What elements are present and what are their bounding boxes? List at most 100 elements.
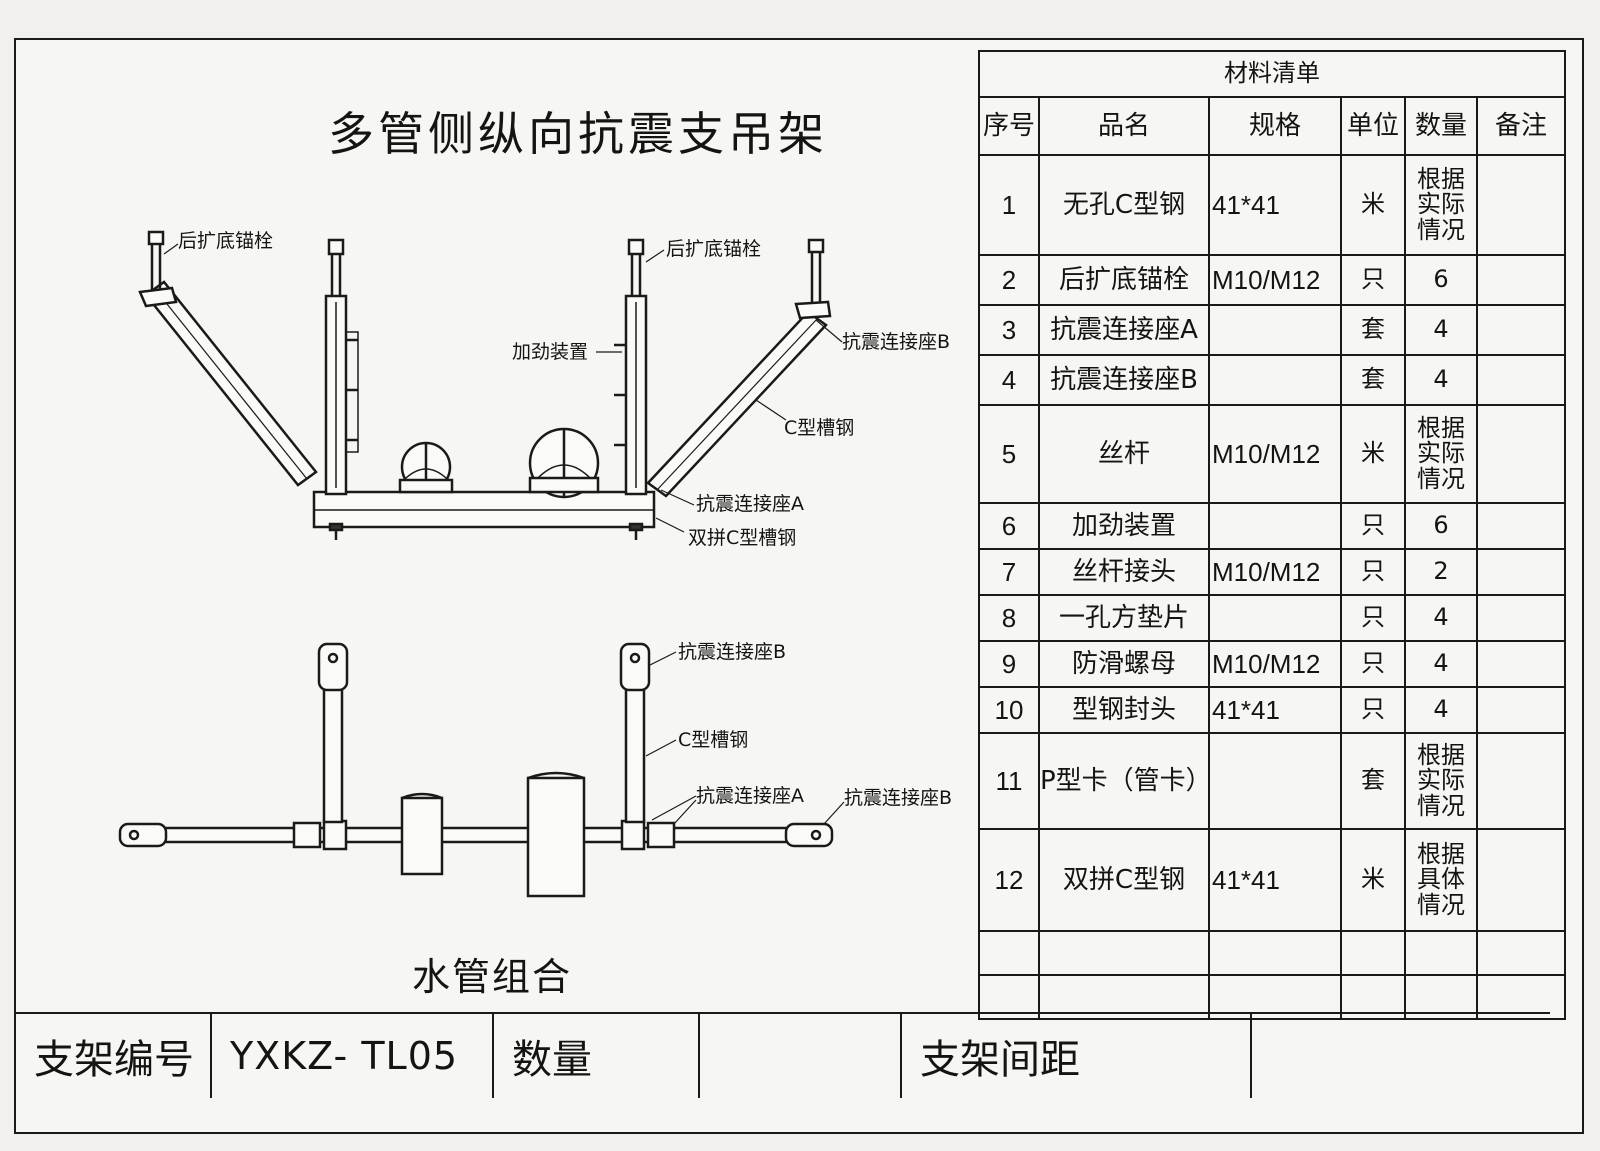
title-block: 支架编号 YXKZ- TL05 数量 支架间距	[16, 1012, 1550, 1098]
header-no: 序号	[978, 96, 1040, 156]
plan-beam	[124, 826, 818, 844]
cell-spec	[1208, 732, 1342, 830]
cell-qty: 根据实际情况	[1404, 154, 1478, 256]
drawing-sheet: 多管侧纵向抗震支吊架	[14, 38, 1584, 1134]
label-rear-anchor-left: 后扩底锚栓	[178, 230, 273, 252]
empty-cell	[1038, 930, 1210, 976]
cell-no: 9	[978, 640, 1040, 688]
cell-qty: 4	[1404, 594, 1478, 642]
cell-unit: 只	[1340, 502, 1406, 550]
cell-name: 型钢封头	[1038, 686, 1210, 734]
cell-note	[1476, 354, 1566, 406]
support-code-label: 支架编号	[16, 1012, 212, 1098]
material-table-caption: 材料清单	[978, 50, 1566, 98]
table-row-empty	[978, 930, 1566, 976]
cell-note	[1476, 154, 1566, 256]
cell-note	[1476, 304, 1566, 356]
cell-name: 丝杆接头	[1038, 548, 1210, 596]
cell-unit: 只	[1340, 640, 1406, 688]
cell-qty: 6	[1404, 254, 1478, 306]
support-diagram: 后扩底锚栓 后扩底锚栓 加劲装置 抗震连接座B C型槽钢 抗震连接座A 双拼C型…	[118, 230, 952, 898]
cell-unit: 米	[1340, 404, 1406, 504]
label-seat-b-plan: 抗震连接座B	[678, 641, 786, 663]
cell-spec: M10/M12	[1208, 404, 1342, 504]
label-channel-plan: C型槽钢	[678, 729, 748, 751]
empty-cell	[978, 930, 1040, 976]
empty-cell	[1340, 930, 1406, 976]
cell-name: 丝杆	[1038, 404, 1210, 504]
cell-qty: 根据实际情况	[1404, 732, 1478, 830]
cell-no: 1	[978, 154, 1040, 256]
cell-qty: 2	[1404, 548, 1478, 596]
cell-unit: 只	[1340, 548, 1406, 596]
cell-spec	[1208, 594, 1342, 642]
cell-qty: 4	[1404, 304, 1478, 356]
cell-spec	[1208, 354, 1342, 406]
cell-no: 5	[978, 404, 1040, 504]
drawing-subtitle: 水管组合	[412, 955, 573, 999]
cell-name: 一孔方垫片	[1038, 594, 1210, 642]
cell-note	[1476, 828, 1566, 932]
cell-name: 抗震连接座A	[1038, 304, 1210, 356]
cell-unit: 只	[1340, 594, 1406, 642]
cell-spec	[1208, 502, 1342, 550]
cell-spec: M10/M12	[1208, 254, 1342, 306]
quantity-label: 数量	[493, 1012, 700, 1098]
cell-no: 2	[978, 254, 1040, 306]
header-name: 品名	[1038, 96, 1210, 156]
header-spec: 规格	[1208, 96, 1342, 156]
cell-note	[1476, 404, 1566, 504]
cell-qty: 6	[1404, 502, 1478, 550]
cell-note	[1476, 254, 1566, 306]
cell-name: P型卡（管卡）	[1038, 732, 1212, 830]
cell-note	[1476, 732, 1566, 830]
cell-name: 加劲装置	[1038, 502, 1210, 550]
header-qty: 数量	[1404, 96, 1478, 156]
header-unit: 单位	[1340, 96, 1406, 156]
material-table-header: 序号 品名 规格 单位 数量 备注	[978, 96, 1566, 156]
label-seat-a-top: 抗震连接座A	[696, 493, 804, 515]
empty-cell	[1208, 930, 1342, 976]
cell-unit: 套	[1340, 732, 1406, 830]
cell-name: 防滑螺母	[1038, 640, 1210, 688]
cell-name: 后扩底锚栓	[1038, 254, 1210, 306]
cell-no: 8	[978, 594, 1040, 642]
cell-unit: 套	[1340, 354, 1406, 406]
cell-note	[1476, 686, 1566, 734]
cell-no: 3	[978, 304, 1040, 356]
cell-qty: 根据具体情况	[1404, 828, 1478, 932]
drawing-title: 多管侧纵向抗震支吊架	[328, 107, 828, 161]
cell-no: 6	[978, 502, 1040, 550]
cell-name: 抗震连接座B	[1038, 354, 1210, 406]
cell-no: 10	[978, 686, 1040, 734]
cell-qty: 4	[1404, 640, 1478, 688]
support-code-value: YXKZ- TL05	[211, 1012, 494, 1098]
cell-unit: 只	[1340, 686, 1406, 734]
cell-note	[1476, 548, 1566, 596]
cell-note	[1476, 640, 1566, 688]
label-rear-anchor-right: 后扩底锚栓	[666, 238, 761, 260]
label-channel-top: C型槽钢	[784, 417, 854, 439]
empty-cell	[1476, 930, 1566, 976]
cell-spec: 41*41	[1208, 154, 1342, 256]
label-seat-b-plan-right: 抗震连接座B	[844, 787, 952, 809]
cell-spec: M10/M12	[1208, 548, 1342, 596]
cell-unit: 米	[1340, 154, 1406, 256]
spacing-value	[1251, 1012, 1550, 1098]
large-pipe-plan	[526, 776, 586, 898]
cell-unit: 米	[1340, 828, 1406, 932]
header-note: 备注	[1476, 96, 1566, 156]
cell-note	[1476, 502, 1566, 550]
cell-qty: 4	[1404, 686, 1478, 734]
cell-spec	[1208, 304, 1342, 356]
cell-qty: 根据实际情况	[1404, 404, 1478, 504]
cell-name: 双拼C型钢	[1038, 828, 1210, 932]
cell-spec: M10/M12	[1208, 640, 1342, 688]
